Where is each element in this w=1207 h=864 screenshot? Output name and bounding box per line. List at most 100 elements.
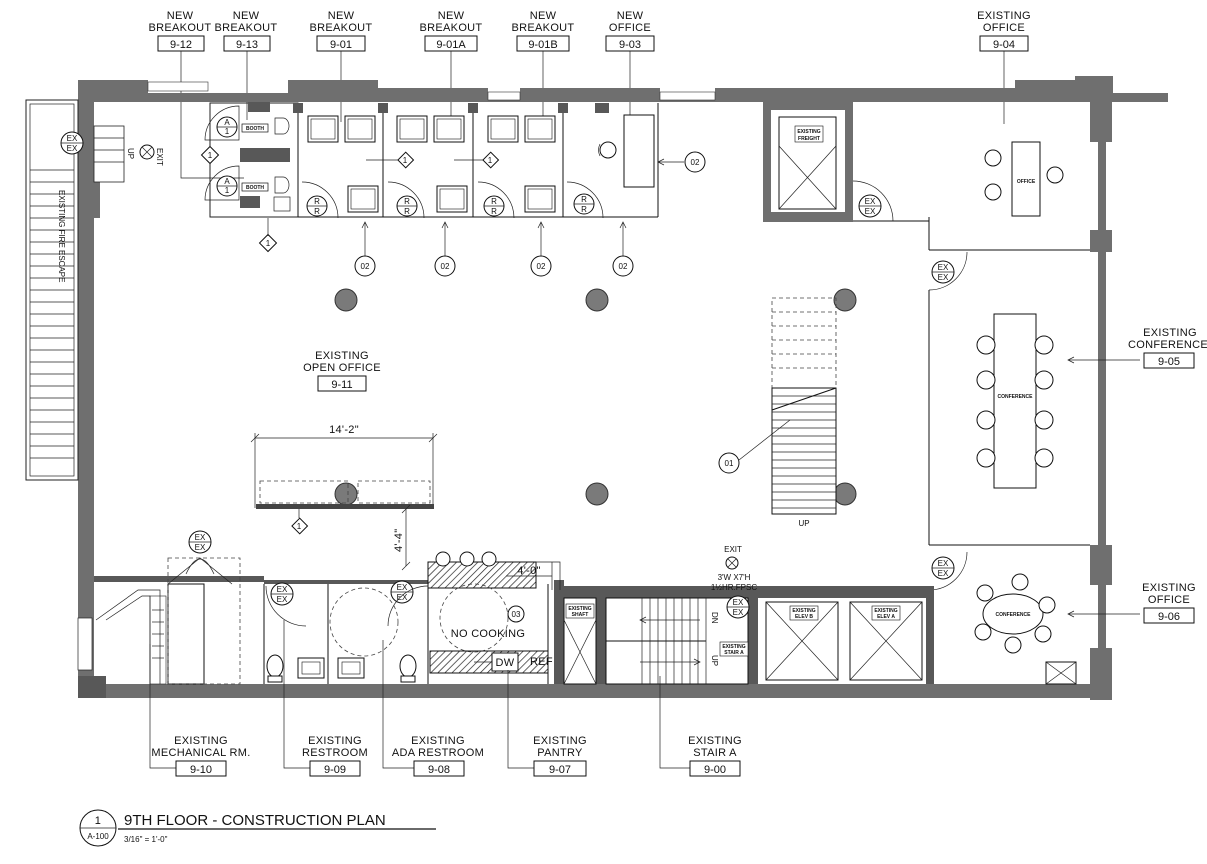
svg-text:01: 01	[725, 459, 734, 468]
room-tag-line2: OFFICE	[983, 22, 1025, 34]
keynote-icon: 02	[530, 221, 552, 277]
sink-icon	[297, 657, 325, 679]
dimension-4-4: 4'-4"	[393, 529, 405, 552]
svg-text:EX: EX	[397, 593, 408, 602]
breakout-rooms: RR RR RR RR 1 1	[293, 103, 684, 219]
room-tag-9-03[interactable]: NEW OFFICE 9-03	[605, 10, 655, 52]
room-tag-line2: OPEN OFFICE	[303, 362, 381, 374]
booth-area: A 1 BOOTH A 1 BOOTH 1 1	[200, 102, 299, 253]
room-tag-id: 9-01A	[436, 39, 466, 51]
chair-icon	[396, 115, 428, 143]
svg-text:R: R	[314, 207, 320, 216]
svg-text:OFFICE: OFFICE	[1017, 179, 1036, 185]
door-swing-icon	[852, 180, 894, 222]
svg-text:ELEV A: ELEV A	[877, 614, 895, 620]
room-tag-9-06[interactable]: EXISTING OFFICE 9-06	[1142, 582, 1196, 624]
svg-text:A: A	[224, 118, 230, 127]
room-tag-9-11[interactable]: EXISTING OPEN OFFICE 9-11	[303, 350, 381, 392]
door-swing-icon	[477, 181, 515, 219]
door-swing-icon	[301, 181, 339, 219]
svg-text:EXISTING: EXISTING	[797, 129, 820, 135]
svg-text:1: 1	[225, 186, 230, 195]
chair-icon	[976, 448, 996, 468]
svg-text:1: 1	[225, 127, 230, 136]
chair-icon	[524, 115, 556, 143]
column-icon	[585, 482, 609, 506]
room-tag-line2: OFFICE	[609, 22, 651, 34]
room-tag-9-04[interactable]: EXISTING OFFICE 9-04	[977, 10, 1031, 52]
rr-symbol-icon: RR	[573, 193, 595, 215]
svg-text:R: R	[491, 197, 497, 206]
keynote-diamond-icon: 1	[291, 509, 309, 535]
room-tag-9-13[interactable]: NEW BREAKOUT 9-13	[215, 10, 278, 52]
room-tag-id: 9-08	[428, 764, 450, 776]
chair-icon	[976, 584, 994, 602]
svg-text:02: 02	[619, 262, 628, 271]
svg-text:R: R	[314, 197, 320, 206]
room-tag-line1: EXISTING	[1143, 327, 1197, 339]
keynote-diamond-icon: 1	[366, 151, 415, 169]
room-tag-9-08[interactable]: EXISTING ADA RESTROOM 9-08	[392, 735, 484, 777]
room-tag-9-01a[interactable]: NEW BREAKOUT 9-01A	[420, 10, 483, 52]
svg-text:EXIT: EXIT	[155, 148, 164, 166]
room-tag-9-10[interactable]: EXISTING MECHANICAL RM. 9-10	[151, 735, 250, 777]
office-9-06: CONFERENCE	[928, 551, 1140, 685]
room-tag-line1: EXISTING	[315, 350, 369, 362]
no-cooking-label: NO COOKING	[451, 628, 526, 640]
svg-text:EX: EX	[938, 273, 949, 282]
room-tag-id: 9-09	[324, 764, 346, 776]
room-tag-id: 9-04	[993, 39, 1015, 51]
sink-icon	[337, 657, 365, 679]
title-scale: 3/16" = 1'-0"	[124, 835, 168, 844]
exit-light-icon: EXIT	[139, 144, 164, 166]
room-tag-9-00[interactable]: EXISTING STAIR A 9-00	[688, 735, 742, 777]
room-tag-id: 9-11	[331, 379, 352, 391]
chair-icon	[1034, 335, 1054, 355]
keynote-diamond-icon: 1	[258, 218, 278, 253]
svg-text:02: 02	[361, 262, 370, 271]
room-tag-line2: BREAKOUT	[420, 22, 483, 34]
keynote-icon: 01	[718, 452, 740, 474]
room-tag-line1: NEW	[530, 10, 557, 22]
room-tag-9-07[interactable]: EXISTING PANTRY 9-07	[533, 735, 587, 777]
room-tag-line1: NEW	[617, 10, 644, 22]
toilet-icon	[266, 654, 284, 683]
ref-label: REF	[530, 656, 553, 668]
main-stair: UP 01	[718, 297, 837, 528]
rr-symbol-icon: RR	[396, 195, 418, 217]
drawing-title: 1 A-100 9TH FLOOR - CONSTRUCTION PLAN 3/…	[79, 809, 436, 847]
chair-icon	[1004, 636, 1022, 654]
room-tag-line1: EXISTING	[1142, 582, 1196, 594]
tag-leaders-top	[180, 51, 1005, 179]
chair-icon	[487, 115, 519, 143]
fire-escape: EXISTING FIRE ESCAPE UP	[25, 99, 135, 481]
room-tag-9-01[interactable]: NEW BREAKOUT 9-01	[310, 10, 373, 52]
svg-text:EX: EX	[865, 197, 876, 206]
room-tag-9-09[interactable]: EXISTING RESTROOM 9-09	[302, 735, 368, 777]
svg-text:EX: EX	[195, 543, 206, 552]
svg-text:STAIR A: STAIR A	[724, 650, 744, 656]
room-tag-9-05[interactable]: EXISTING CONFERENCE 9-05	[1128, 327, 1207, 369]
room-tag-line2: BREAKOUT	[149, 22, 212, 34]
office-9-04: OFFICE	[852, 141, 1090, 251]
svg-text:UP: UP	[798, 519, 809, 528]
svg-text:EX: EX	[938, 569, 949, 578]
svg-text:BOOTH: BOOTH	[246, 126, 264, 132]
room-tag-9-01b[interactable]: NEW BREAKOUT 9-01B	[512, 10, 575, 52]
keynote-icon: 02	[684, 151, 706, 173]
room-tag-line1: NEW	[438, 10, 465, 22]
room-tag-line2: PANTRY	[537, 747, 583, 759]
svg-text:FREIGHT: FREIGHT	[798, 136, 820, 142]
chair-icon	[976, 335, 996, 355]
dimension-14-2: 14'-2"	[329, 424, 359, 436]
svg-text:1: 1	[297, 522, 302, 531]
room-tag-9-12[interactable]: NEW BREAKOUT 9-12	[149, 10, 212, 52]
room-tag-id: 9-01B	[528, 39, 557, 51]
